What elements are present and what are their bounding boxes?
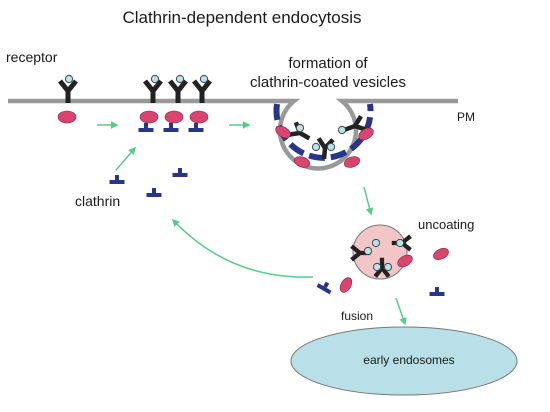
ligand (311, 142, 321, 152)
clathrin-unit (109, 175, 125, 184)
adaptor-protein (139, 110, 159, 124)
clathrin-label: clathrin (75, 193, 120, 209)
ligand (175, 74, 185, 84)
adaptor-protein (293, 156, 311, 168)
receptor-label: receptor (6, 49, 58, 65)
receptor-arms (316, 137, 335, 159)
clathrin-stem (152, 188, 156, 193)
ligand (383, 262, 393, 272)
receptor (143, 79, 163, 103)
receptor (192, 79, 212, 103)
arrow-vesicle-to-endosome (395, 297, 407, 326)
receptor (373, 257, 391, 278)
clathrin-bar (138, 128, 154, 132)
adaptor-protein (164, 110, 184, 124)
clathrin-stem (435, 287, 439, 292)
receptor-arms (143, 79, 163, 103)
clathrin-unit (172, 168, 188, 177)
diagram-title: Clathrin-dependent endocytosis (122, 8, 361, 27)
adaptor-protein (358, 127, 374, 141)
clathrin-bar (109, 180, 125, 184)
receptor-arms (168, 79, 188, 103)
ligand (372, 262, 382, 272)
receptor (58, 79, 78, 103)
clathrin-stem (115, 175, 119, 180)
clathrin-bar (316, 283, 332, 295)
clathrin-unit (163, 123, 179, 132)
ligand (371, 238, 381, 248)
adaptor-protein (397, 254, 413, 268)
arrow-clathrin-recycling (171, 218, 314, 278)
clathrin-bar (429, 292, 445, 296)
clathrin-stem (169, 123, 173, 128)
clathrin-bar (172, 173, 188, 177)
ligand (326, 142, 336, 152)
receptor (168, 79, 188, 103)
formation-label-line2: clathrin-coated vesicles (250, 74, 406, 91)
clathrin-stem (144, 123, 148, 128)
clathrin-unit (146, 188, 162, 197)
clathrin-bar (188, 128, 204, 132)
adaptor-protein (343, 156, 361, 168)
ligand (337, 125, 347, 135)
arrow-pit-to-vesicle (363, 186, 374, 216)
molecular-components (57, 74, 449, 296)
ligand (295, 123, 305, 133)
adaptor-protein (189, 110, 209, 124)
early-endosome (290, 326, 518, 396)
clathrin-unit (429, 287, 445, 296)
fusion-label: fusion (341, 309, 373, 323)
receptor-arms (58, 79, 78, 103)
clathrin-stem (194, 123, 198, 128)
clathrin-stem (323, 281, 330, 288)
adaptor-protein (433, 248, 449, 260)
plasma-membrane (8, 98, 458, 171)
adaptor-protein (57, 110, 77, 124)
formation-label-line1: formation of (288, 55, 368, 72)
clathrin-unit (188, 123, 204, 132)
ligand (363, 246, 373, 256)
adaptor-protein (339, 277, 353, 293)
clathrin-unit (316, 281, 332, 295)
arrow-clathrin-recruitment (115, 146, 136, 171)
ligand (150, 74, 160, 84)
clathrin-stem (178, 168, 182, 173)
receptor-arms (192, 79, 212, 103)
clathrin-bar (146, 193, 162, 197)
receptor-arms (373, 257, 391, 278)
uncoating-vesicle (352, 224, 408, 280)
pm-label: PM (457, 110, 475, 124)
early-endosomes-label: early endosomes (363, 353, 454, 367)
ligand (64, 74, 74, 84)
ligand (199, 74, 209, 84)
receptor (316, 137, 335, 159)
adaptor-protein (275, 125, 291, 139)
clathrin-bar (163, 128, 179, 132)
receptor (344, 114, 367, 132)
clathrin-unit (138, 123, 154, 132)
ligand (395, 238, 405, 248)
uncoating-label: uncoating (418, 217, 474, 232)
receptor-arms (344, 114, 367, 132)
